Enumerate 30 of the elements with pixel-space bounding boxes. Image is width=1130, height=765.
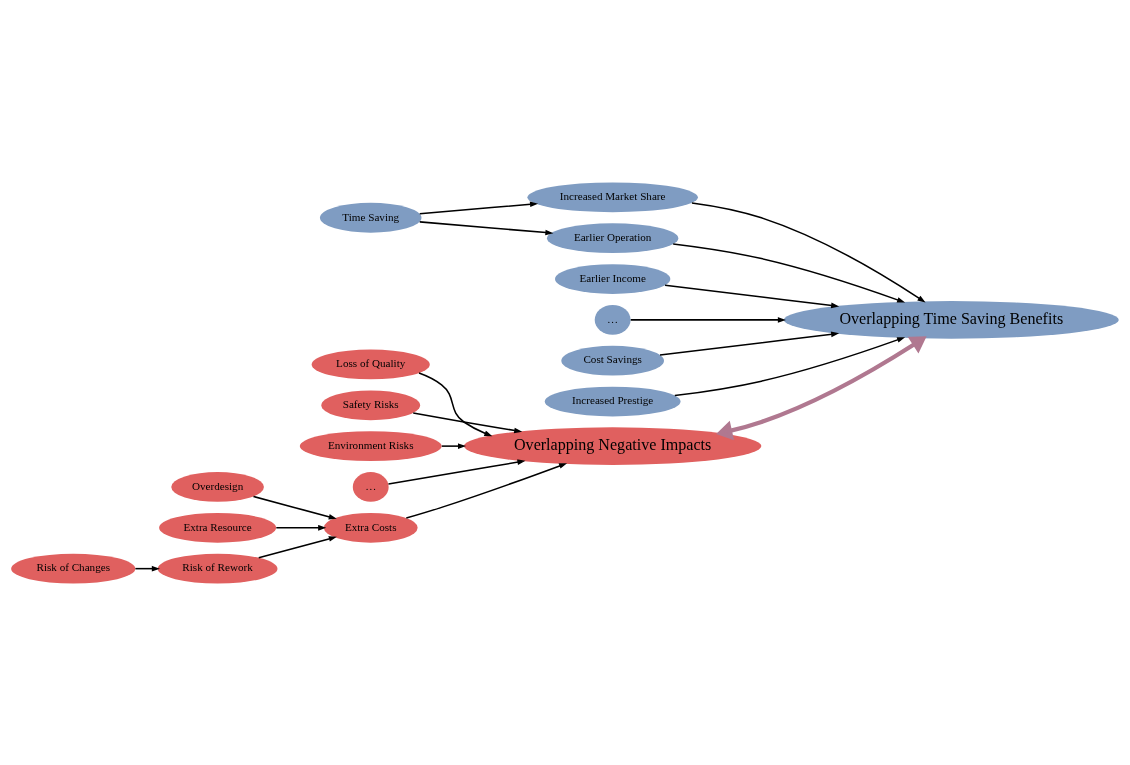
node-ellipse: Time Saving (319, 202, 422, 233)
arrow (629, 316, 786, 323)
node-ellipse: Extra Resource (159, 512, 277, 543)
node-ellipse: Earlier Income (555, 263, 671, 294)
node-ellipse: … (352, 471, 389, 502)
node-ellipse: Cost Savings (561, 345, 664, 376)
node-ellipse: Overdesign (171, 471, 264, 502)
arrow (387, 458, 526, 485)
arrow (275, 524, 327, 531)
arrow (659, 331, 840, 356)
arrow (257, 535, 337, 559)
node-ellipse: Risk of Rework (157, 553, 278, 584)
arrow (418, 371, 493, 436)
arrow (412, 411, 523, 433)
arrow (419, 220, 554, 235)
node-ellipse: Risk of Changes (11, 553, 136, 584)
node-ellipse: Increased Prestige (544, 386, 681, 416)
arrow (441, 442, 467, 449)
arrow (664, 284, 840, 308)
arrow (672, 242, 906, 303)
arrow (419, 201, 539, 214)
node-ellipse: Loss of Quality (311, 349, 430, 379)
arrow (674, 336, 906, 396)
arrow (716, 335, 927, 440)
arrow (691, 201, 926, 302)
node-ellipse: … (594, 304, 631, 335)
arrow (405, 462, 568, 519)
node-ellipse: Environment Risks (299, 430, 442, 461)
node-ellipse: Safety Risks (321, 389, 421, 420)
arrow (252, 495, 337, 519)
